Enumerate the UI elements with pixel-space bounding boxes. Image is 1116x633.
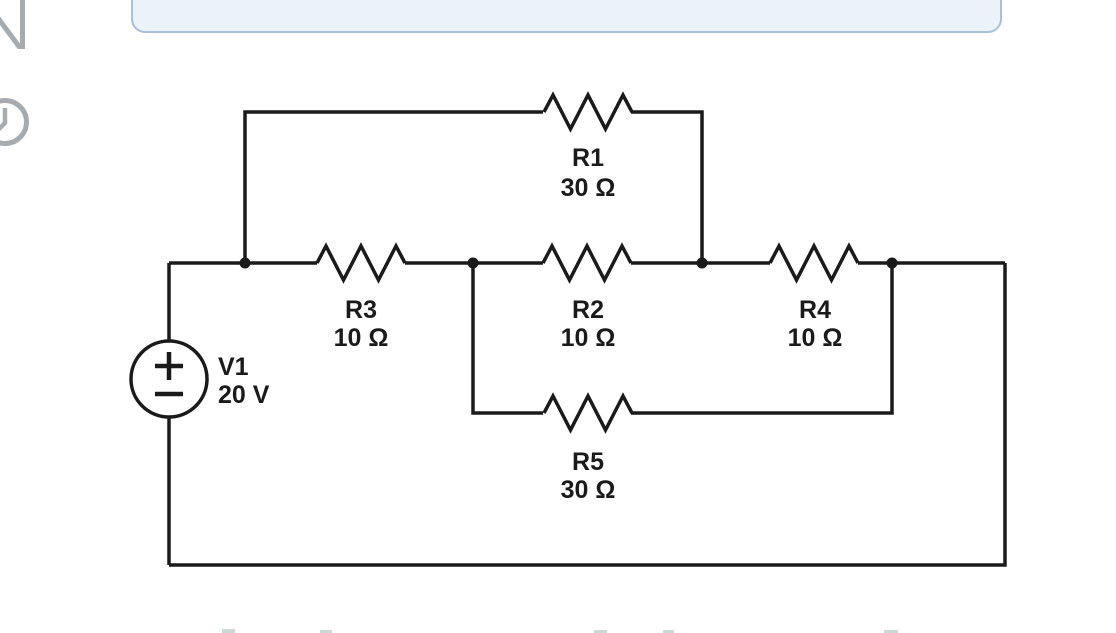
resistor-r4-label: R4 bbox=[799, 296, 831, 324]
content-card bbox=[131, 0, 1002, 33]
bolt-icon[interactable] bbox=[0, 0, 30, 52]
resistor-r3-value: 10 Ω bbox=[334, 324, 389, 352]
resistor-symbols bbox=[315, 91, 860, 434]
voltage-source-label: V1 bbox=[218, 353, 249, 381]
component-labels: R1 30 Ω R3 10 Ω R2 10 Ω R4 10 Ω R5 30 Ω … bbox=[218, 144, 842, 504]
resistor-r4-value: 10 Ω bbox=[788, 324, 843, 352]
resistor-r5-label: R5 bbox=[572, 448, 604, 476]
voltage-source-symbol bbox=[129, 339, 209, 419]
resistor-r4-symbol bbox=[768, 242, 860, 284]
resistor-r2-label: R2 bbox=[572, 296, 604, 324]
resistor-r2-symbol bbox=[541, 242, 633, 284]
voltage-source-value: 20 V bbox=[218, 381, 270, 409]
resistor-r1-label: R1 bbox=[572, 144, 604, 172]
resistor-r3-symbol bbox=[315, 242, 407, 284]
resistor-r1-value: 30 Ω bbox=[561, 174, 616, 202]
resistor-r5-symbol bbox=[542, 392, 634, 434]
circuit-wires bbox=[167, 110, 1007, 567]
clock-icon[interactable] bbox=[0, 96, 29, 148]
resistor-r5-value: 30 Ω bbox=[561, 476, 616, 504]
cutoff-text-remnants bbox=[222, 629, 898, 633]
resistor-r2-value: 10 Ω bbox=[561, 324, 616, 352]
resistor-r1-symbol bbox=[542, 91, 634, 133]
junction-dots bbox=[239, 257, 898, 269]
resistor-r3-label: R3 bbox=[345, 296, 377, 324]
plus-icon bbox=[155, 352, 183, 380]
